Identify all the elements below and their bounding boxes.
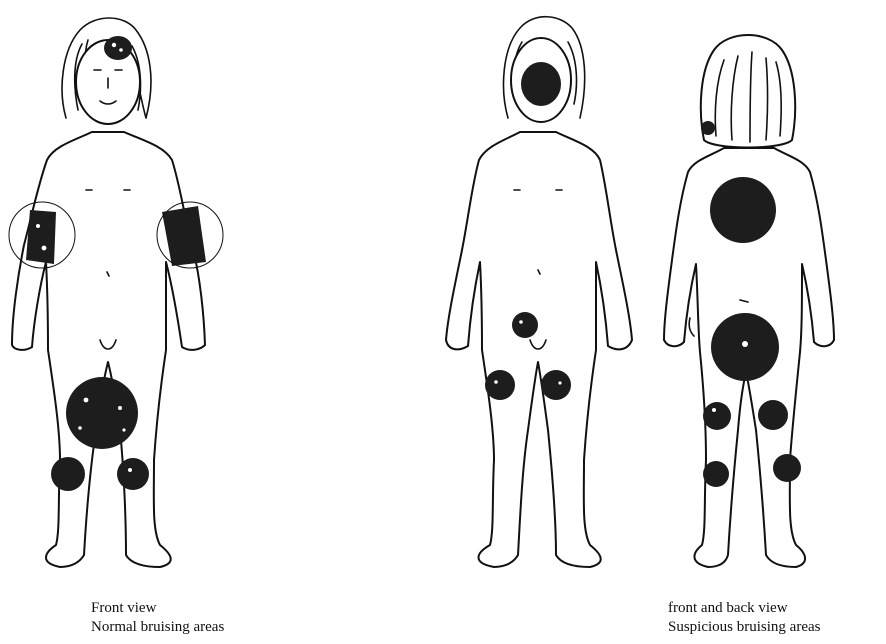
bruise-right-calf xyxy=(703,461,729,487)
bruise-thigh xyxy=(66,377,138,449)
figure-back-suspicious xyxy=(664,35,834,567)
caption-view-label: Front view xyxy=(91,599,224,618)
bruise-neck-side xyxy=(701,121,715,135)
caption-suspicious: front and back view Suspicious bruising … xyxy=(668,599,820,637)
bruise-face xyxy=(521,62,561,106)
caption-area-label: Suspicious bruising areas xyxy=(668,618,820,637)
caption-area-label: Normal bruising areas xyxy=(91,618,224,637)
bruise-right-knee xyxy=(51,457,85,491)
bruise-left-knee xyxy=(117,458,149,490)
bruise-forehead xyxy=(104,36,132,60)
figure-front-suspicious xyxy=(446,17,632,567)
bruise-right-thigh xyxy=(485,370,515,400)
bruise-upper-back xyxy=(710,177,776,243)
caption-normal: Front view Normal bruising areas xyxy=(91,599,224,637)
bruise-left-thigh xyxy=(541,370,571,400)
figure-front-normal xyxy=(9,18,223,567)
bruise-right-forearm xyxy=(26,210,56,264)
bruise-left-hamstring xyxy=(758,400,788,430)
bruise-groin xyxy=(512,312,538,338)
bruise-left-calf xyxy=(773,454,801,482)
caption-view-label: front and back view xyxy=(668,599,820,618)
bruise-right-hamstring xyxy=(703,402,731,430)
